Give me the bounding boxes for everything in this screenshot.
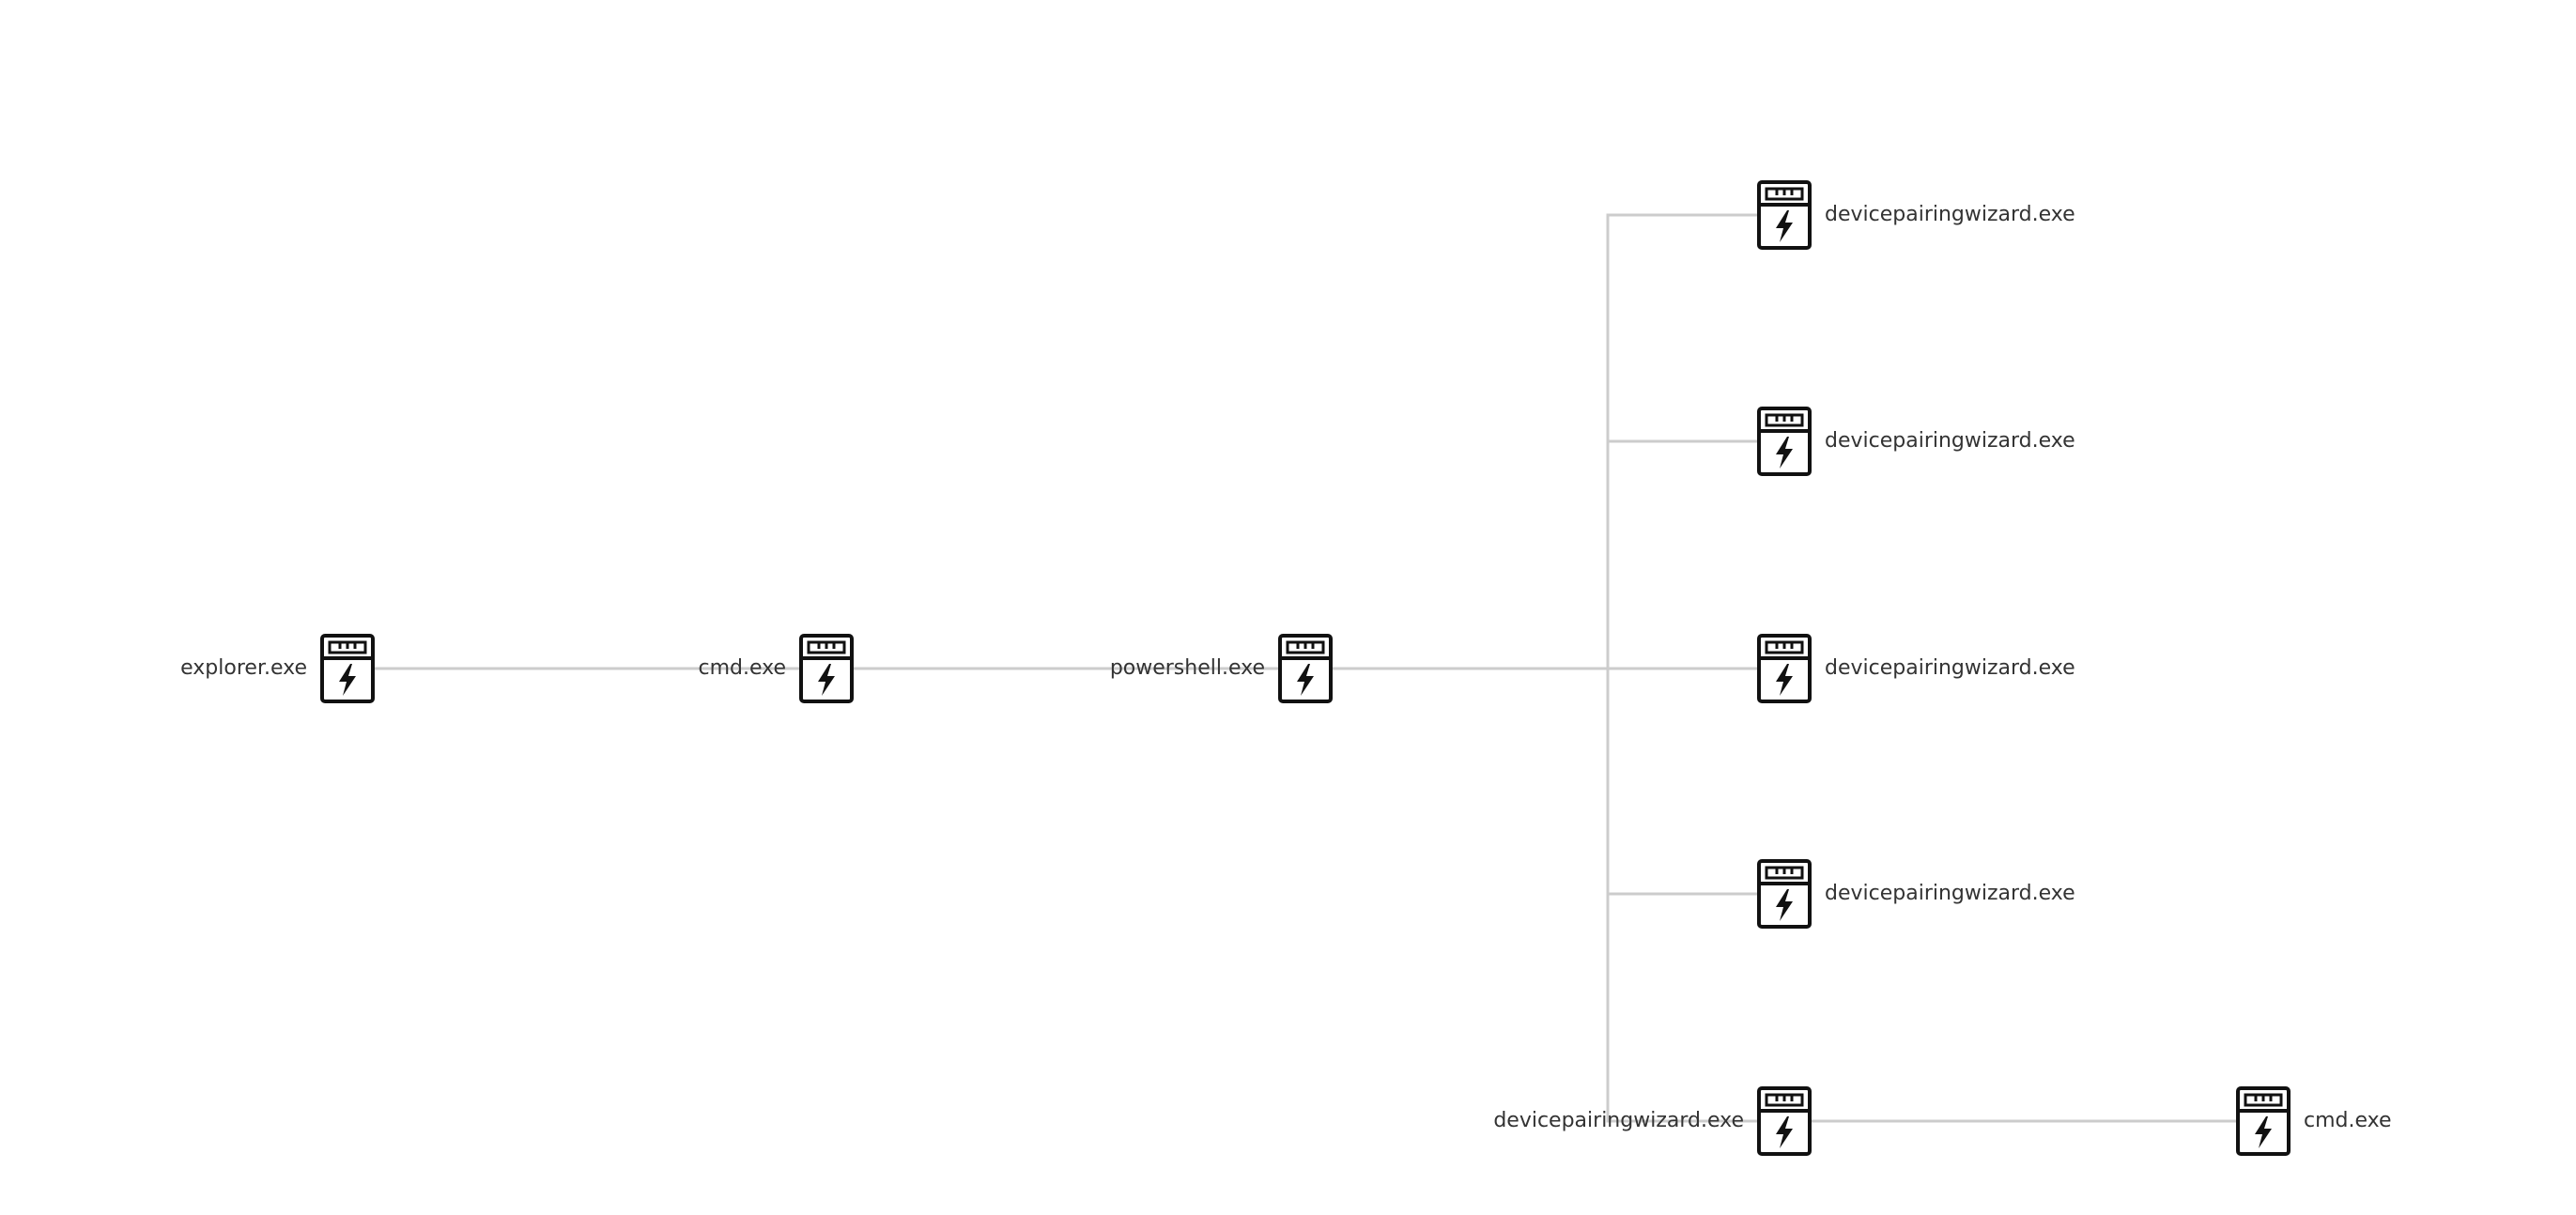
process-icon (1757, 859, 1812, 929)
node-label: cmd.exe (698, 656, 786, 680)
node-label: devicepairingwizard.exe (1493, 1109, 1744, 1132)
process-node[interactable]: cmd.exe (2236, 1086, 2392, 1156)
process-icon (1757, 634, 1812, 703)
process-icon (1757, 407, 1812, 476)
edges-layer (347, 213, 2263, 1123)
node-label: devicepairingwizard.exe (1825, 203, 2075, 226)
process-icon (1757, 180, 1812, 250)
process-node[interactable]: powershell.exe (1110, 634, 1333, 703)
node-label: cmd.exe (2304, 1109, 2392, 1132)
process-node[interactable]: devicepairingwizard.exe (1757, 859, 2075, 929)
node-label: explorer.exe (180, 656, 307, 680)
node-label: devicepairingwizard.exe (1825, 656, 2075, 680)
process-node[interactable]: devicepairingwizard.exe (1493, 1086, 1812, 1156)
nodes-layer: explorer.exe cmd.exe powershell.exe devicep… (180, 180, 2392, 1156)
edge-n3-n8 (1305, 667, 1784, 1123)
node-label: powershell.exe (1110, 656, 1265, 680)
node-label: devicepairingwizard.exe (1825, 882, 2075, 905)
edge-n3-n7 (1305, 667, 1784, 896)
node-label: devicepairingwizard.exe (1825, 429, 2075, 453)
process-node[interactable]: devicepairingwizard.exe (1757, 634, 2075, 703)
process-icon (2236, 1086, 2291, 1156)
process-icon (1278, 634, 1333, 703)
process-icon (320, 634, 375, 703)
process-icon (1757, 1086, 1812, 1156)
process-icon (799, 634, 854, 703)
process-node[interactable]: explorer.exe (180, 634, 375, 703)
process-node[interactable]: devicepairingwizard.exe (1757, 180, 2075, 250)
process-node[interactable]: cmd.exe (698, 634, 854, 703)
edge-n3-n5 (1305, 439, 1784, 670)
process-node[interactable]: devicepairingwizard.exe (1757, 407, 2075, 476)
